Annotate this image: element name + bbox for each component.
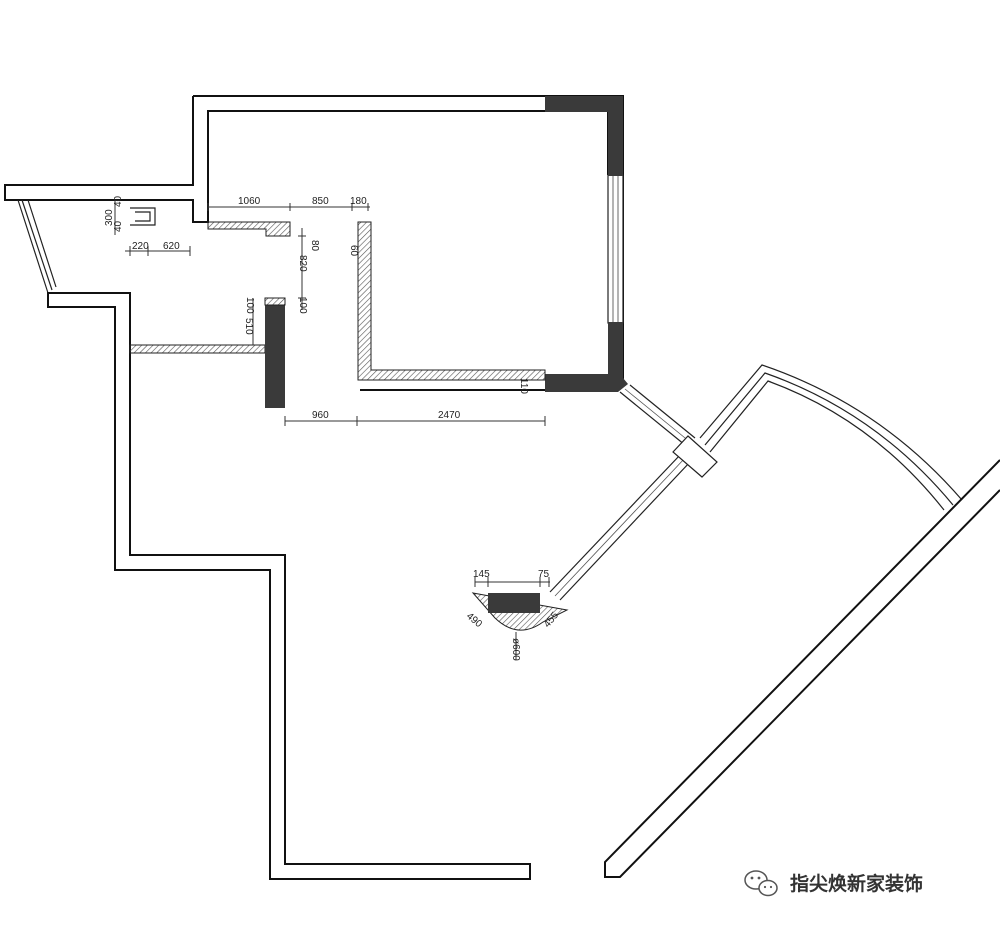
bay-column <box>471 592 569 631</box>
mid-left-hatched-wall <box>129 344 266 354</box>
top-hatched-ledge <box>207 221 291 237</box>
mid-dark-column <box>265 305 285 408</box>
bedroom-inner-partition <box>357 221 546 381</box>
column-right-upper <box>608 96 623 176</box>
dim-180: 180 <box>350 196 367 207</box>
dim-80: 80 <box>309 240 320 252</box>
dim-75: 75 <box>538 569 550 580</box>
dim-620: 620 <box>163 241 180 252</box>
dim-490: 490 <box>464 611 484 630</box>
dim-100-left: 100 <box>244 297 255 314</box>
dim-2470: 2470 <box>438 410 461 421</box>
dim-1060: 1060 <box>238 196 261 207</box>
long-diagonal-wall <box>604 459 1000 878</box>
dim-960: 960 <box>312 410 329 421</box>
dim-145: 145 <box>473 569 490 580</box>
closet-frame <box>130 207 156 226</box>
dimension-lines <box>114 200 550 660</box>
wechat-icon <box>744 870 778 897</box>
dim-40-bottom: 40 <box>113 220 124 232</box>
column-corner-lower <box>545 322 628 392</box>
diagonal-window <box>549 384 696 601</box>
column-top-right <box>545 96 623 112</box>
main-left-wall <box>47 292 531 880</box>
dim-510: 510 <box>243 318 254 335</box>
dim-300: 300 <box>104 209 115 226</box>
mid-hatched-cap <box>264 297 286 306</box>
window-pillar <box>672 435 718 478</box>
dim-220: 220 <box>132 241 149 252</box>
dim-100-right: 100 <box>297 297 308 314</box>
dim-40-top: 40 <box>113 195 124 207</box>
left-balcony-wall <box>17 199 57 294</box>
watermark-text: 指尖焕新家装饰 <box>790 872 923 895</box>
dim-60: 60 <box>348 245 359 257</box>
dim-phi600: ø600 <box>510 638 521 661</box>
dim-850: 850 <box>312 196 329 207</box>
bedroom-window <box>607 174 624 324</box>
dim-110: 110 <box>518 378 529 394</box>
dim-820: 820 <box>297 255 308 272</box>
curved-balcony-rail <box>699 364 963 511</box>
